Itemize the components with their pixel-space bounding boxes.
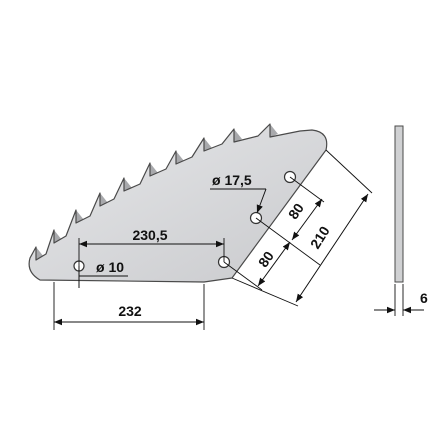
label-hole-spacing-lower: 80	[255, 248, 277, 270]
dimension-hole-spacing-lower: 80	[255, 241, 291, 287]
label-edge-length: 210	[307, 223, 333, 251]
label-small-hole-diameter: ø 10	[96, 259, 124, 275]
dimension-large-hole-diameter: ø 17,5	[210, 172, 267, 214]
dimension-overall-length: 232	[53, 282, 205, 330]
label-hole-spacing-upper: 80	[285, 200, 307, 222]
dimension-edge-length: 210	[295, 193, 369, 303]
label-overall-length: 232	[118, 303, 142, 319]
dimension-thickness: 6	[374, 290, 428, 314]
label-large-hole-diameter: ø 17,5	[212, 172, 252, 188]
blade-side-view	[394, 125, 404, 316]
label-hole-spacing-long: 230,5	[132, 227, 167, 243]
dimension-small-hole-diameter: ø 10	[78, 259, 128, 288]
dimension-hole-spacing-long: 230,5	[78, 227, 225, 266]
label-thickness: 6	[420, 290, 428, 306]
blade-outline	[28, 123, 328, 283]
blade-body	[28, 123, 328, 283]
